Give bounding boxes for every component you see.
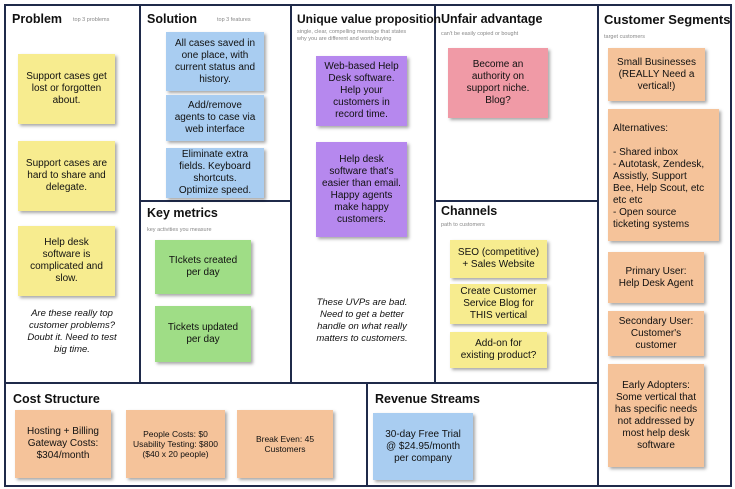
uvp-title: Unique value proposition (297, 12, 442, 26)
divider-unfair-segments (597, 5, 599, 486)
cost-note-1: Hosting + Billing Gateway Costs: $304/mo… (15, 410, 111, 478)
canvas-frame (4, 4, 732, 487)
unfair-note-1: Become an authority on support niche. Bl… (448, 48, 548, 118)
note-text: Alternatives: - Shared inbox - Autotask,… (613, 123, 705, 230)
note-text: 30-day Free Trial @ $24.95/month per com… (385, 428, 461, 464)
divider-unfair-channels (434, 200, 599, 202)
segments-title: Customer Segments (604, 12, 731, 27)
segments-note-2: Alternatives: - Shared inbox - Autotask,… (608, 109, 719, 241)
unfair-subtitle: can't be easily copied or bought (441, 31, 519, 37)
note-text: Secondary User: Customer's customer (618, 315, 694, 351)
problem-note-3: Help desk software is complicated and sl… (18, 226, 115, 296)
solution-title: Solution (147, 12, 197, 26)
channels-note-3: Add-on for existing product? (450, 332, 547, 368)
note-text: All cases saved in one place, with curre… (174, 37, 256, 85)
solution-note-2: Add/remove agents to case via web interf… (166, 95, 264, 141)
solution-note-3: Eliminate extra fields. Keyboard shortcu… (166, 148, 264, 198)
note-text: Support cases get lost or forgotten abou… (26, 71, 107, 106)
cost-note-3: Break Even: 45 Customers (237, 410, 333, 478)
note-text: Small Businesses (REALLY Need a vertical… (617, 56, 696, 92)
note-text: Tickets updated per day (167, 322, 239, 345)
note-text: Help desk software that's easier than em… (322, 153, 401, 225)
segments-note-5: Early Adopters: Some vertical that has s… (608, 364, 704, 467)
note-text: Web-based Help Desk software. Help your … (324, 61, 399, 120)
note-text: Primary User: Help Desk Agent (618, 265, 694, 289)
problem-subtitle: top 3 problems (73, 17, 110, 23)
channels-title: Channels (441, 204, 498, 218)
solution-subtitle: top 3 features (217, 17, 251, 23)
note-text: Break Even: 45 Customers (255, 434, 315, 454)
uvp-note-1: Web-based Help Desk software. Help your … (316, 56, 407, 126)
revenue-title: Revenue Streams (375, 392, 480, 406)
segments-note-4: Secondary User: Customer's customer (608, 311, 704, 356)
note-text: Add/remove agents to case via web interf… (174, 100, 256, 135)
divider-problem-solution (139, 5, 141, 383)
divider-cost-revenue (366, 382, 368, 486)
note-text: Create Customer Service Blog for THIS ve… (460, 286, 537, 321)
note-text: Hosting + Billing Gateway Costs: $304/mo… (27, 426, 99, 461)
cost-note-2: People Costs: $0 Usability Testing: $800… (126, 410, 225, 478)
channels-note-2: Create Customer Service Blog for THIS ve… (450, 284, 547, 324)
note-text: People Costs: $0 Usability Testing: $800… (133, 429, 218, 459)
note-text: SEO (competitive) + Sales Website (457, 247, 540, 270)
metrics-note-1: TIckets created per day (155, 240, 251, 294)
revenue-note-1: 30-day Free Trial @ $24.95/month per com… (373, 413, 473, 480)
channels-subtitle: path to customers (441, 222, 485, 228)
problem-title: Problem (12, 12, 63, 26)
uvp-subtitle: single, clear, compelling message that s… (297, 29, 407, 42)
note-text: Become an authority on support niche. Bl… (466, 59, 530, 106)
note-text: Help desk software is complicated and sl… (30, 237, 103, 284)
note-text: Add-on for existing product? (460, 338, 537, 361)
divider-solution-uvp (290, 5, 292, 383)
divider-uvp-unfair (434, 5, 436, 383)
channels-note-1: SEO (competitive) + Sales Website (450, 240, 547, 278)
cost-title: Cost Structure (13, 392, 100, 406)
problem-comment: Are these really top customer problems? … (27, 308, 117, 355)
segments-subtitle: target customers (604, 34, 645, 40)
problem-note-2: Support cases are hard to share and dele… (18, 141, 115, 211)
segments-note-3: Primary User: Help Desk Agent (608, 252, 704, 303)
problem-note-1: Support cases get lost or forgotten abou… (18, 54, 115, 124)
unfair-title: Unfair advantage (441, 12, 543, 26)
metrics-subtitle: key activities you measure (147, 227, 212, 233)
metrics-note-2: Tickets updated per day (155, 306, 251, 362)
uvp-note-2: Help desk software that's easier than em… (316, 142, 407, 237)
uvp-comment: These UVPs are bad. Need to get a better… (316, 297, 408, 344)
solution-note-1: All cases saved in one place, with curre… (166, 32, 264, 91)
segments-note-1: Small Businesses (REALLY Need a vertical… (608, 48, 705, 101)
divider-solution-metrics (139, 200, 292, 202)
divider-bottom-row (5, 382, 599, 384)
note-text: Eliminate extra fields. Keyboard shortcu… (178, 149, 252, 196)
note-text: Support cases are hard to share and dele… (25, 158, 108, 193)
note-text: TIckets created per day (168, 255, 238, 278)
note-text: Early Adopters: Some vertical that has s… (614, 379, 698, 451)
metrics-title: Key metrics (147, 206, 218, 220)
